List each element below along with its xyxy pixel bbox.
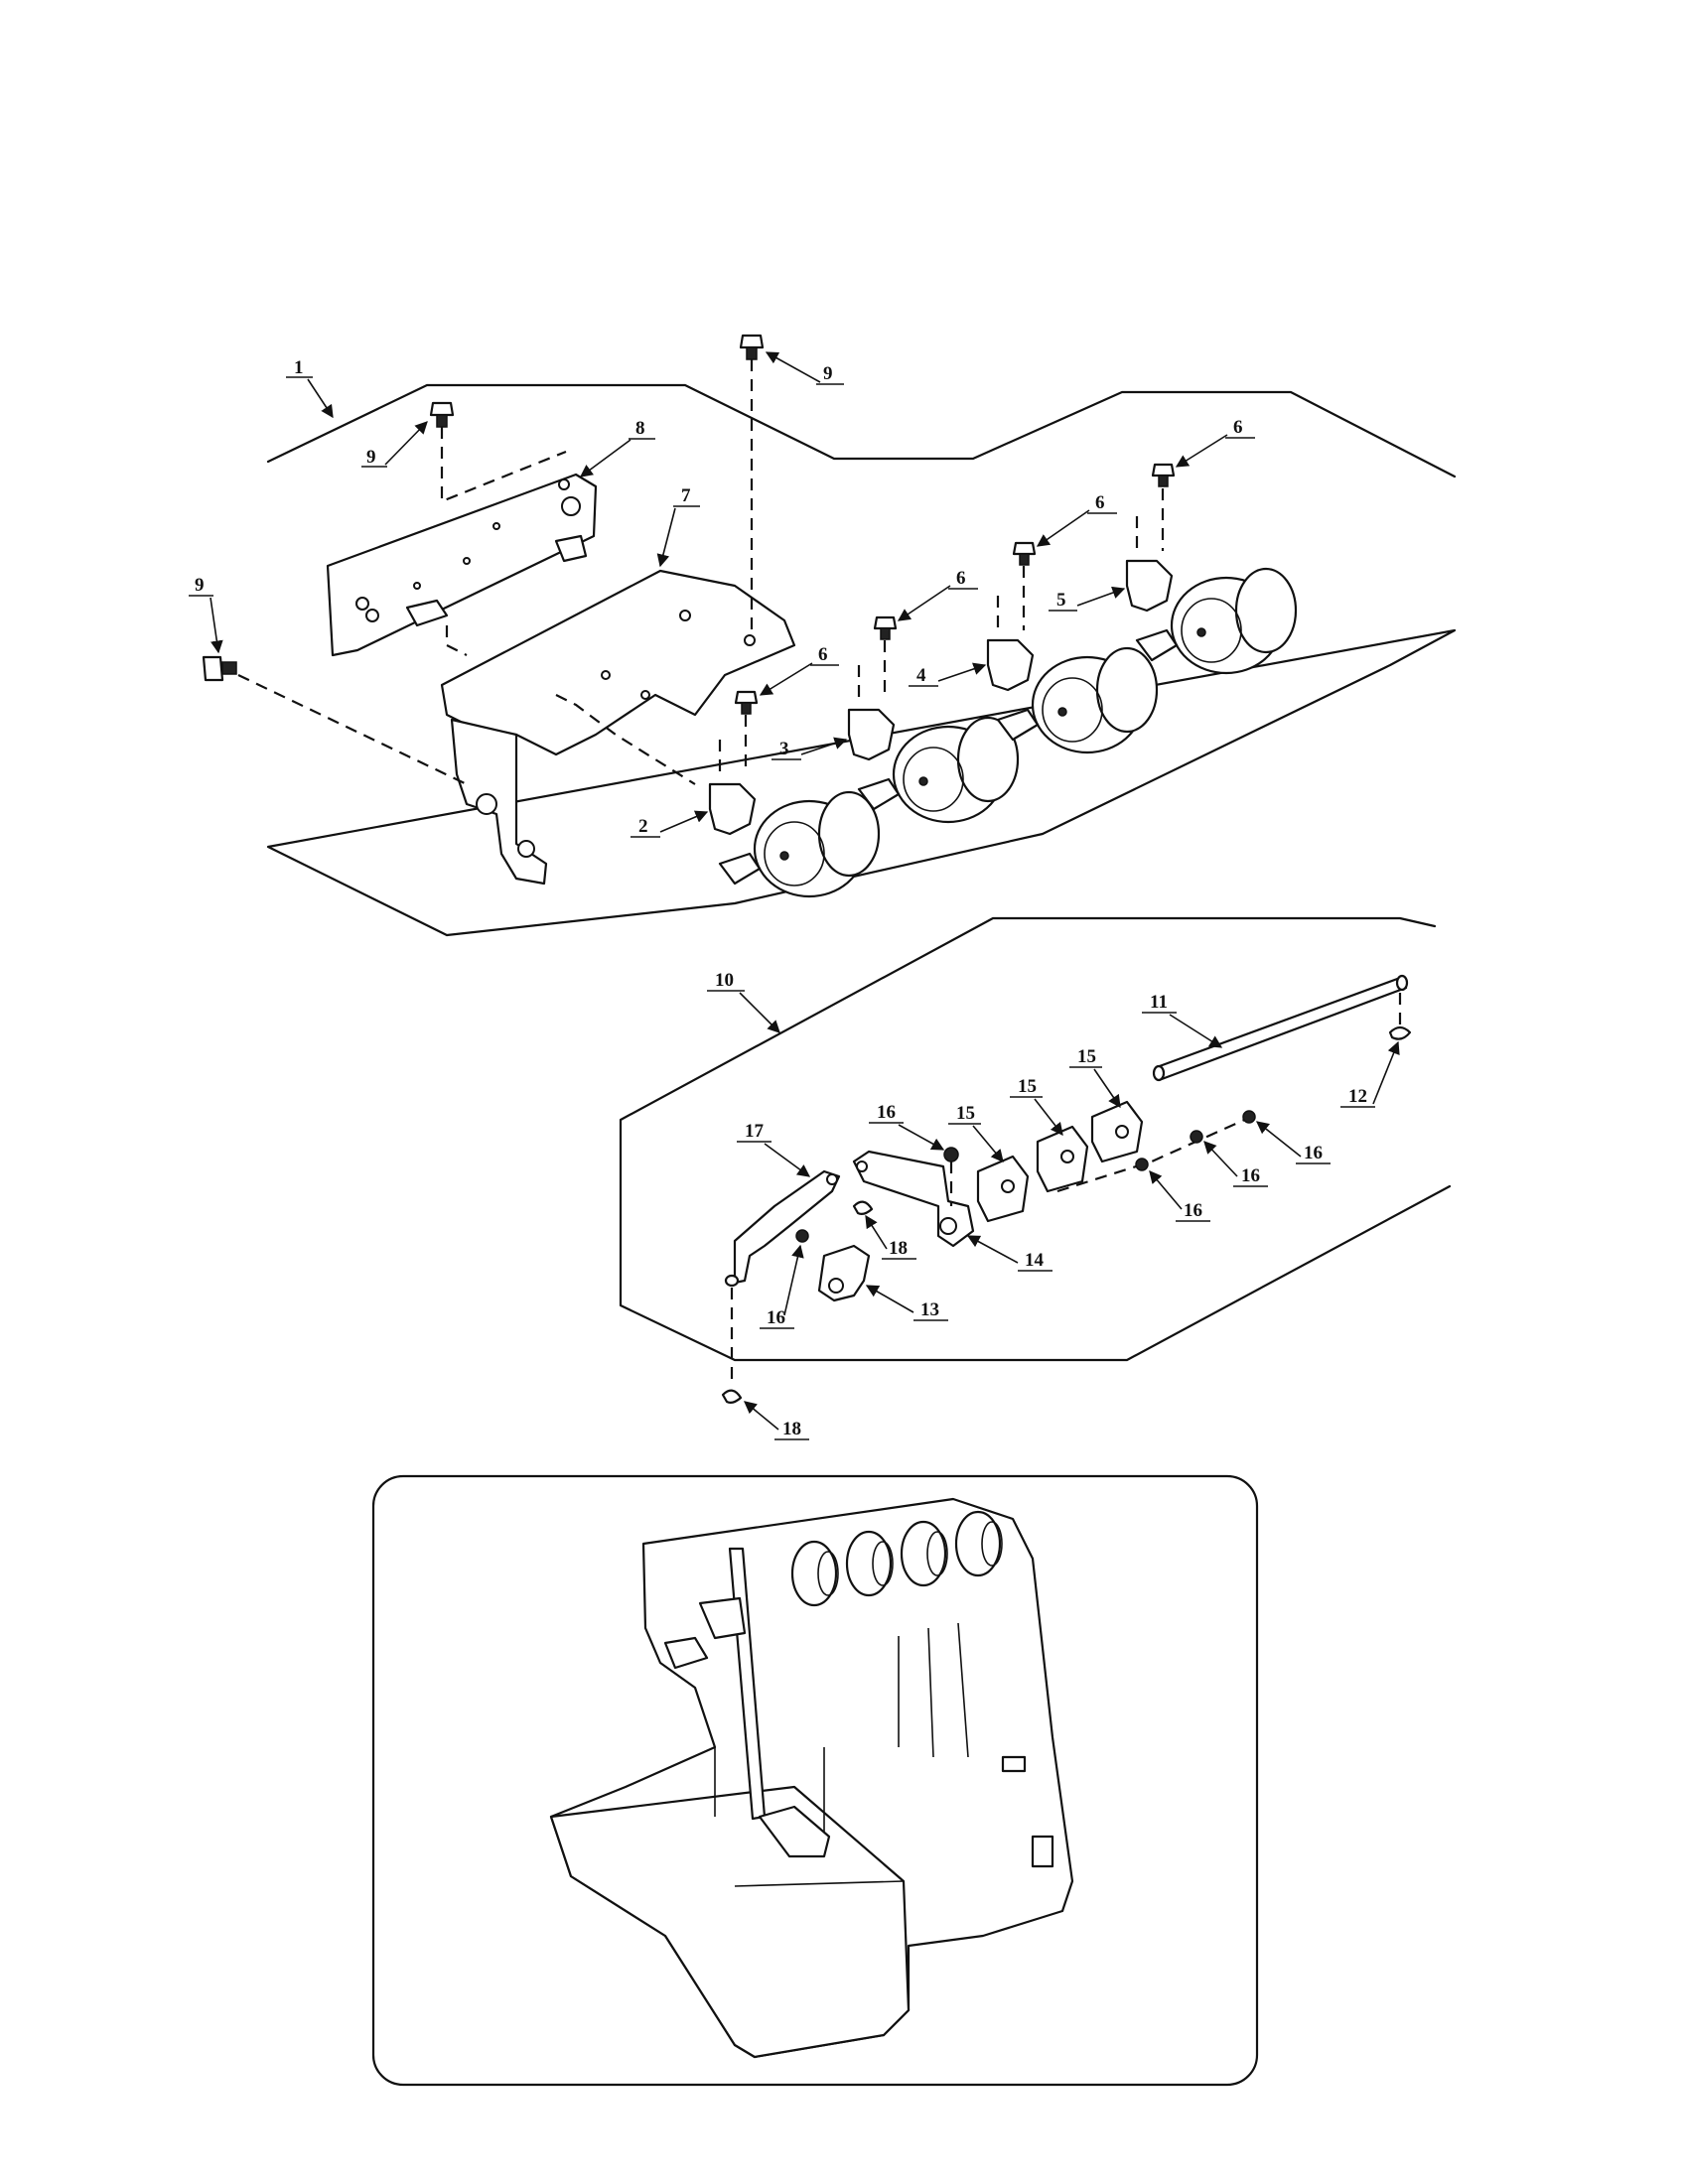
callout-13: 13 [865, 1285, 948, 1321]
bracket-side-leg [450, 718, 548, 886]
svg-text:16: 16 [1304, 1143, 1323, 1163]
svg-text:5: 5 [1056, 590, 1066, 611]
svg-text:6: 6 [956, 568, 966, 589]
tension-unit-4 [986, 638, 1159, 754]
inset-frame [371, 1474, 1259, 2087]
block-15-a [976, 1155, 1030, 1223]
callout-10: 10 [707, 970, 780, 1033]
svg-text:9: 9 [823, 363, 833, 384]
svg-text:4: 4 [916, 665, 926, 686]
callout-11: 11 [1142, 992, 1223, 1048]
lever-17 [733, 1169, 841, 1285]
nut-16-e [795, 1229, 809, 1243]
nut-16-a [943, 1147, 959, 1162]
serger-overview-inset [371, 1474, 1259, 2087]
lever-14 [852, 1150, 975, 1248]
callout-9-top: 9 [765, 351, 844, 385]
group-10-outline [619, 916, 1452, 1362]
callout-16-d: 16 [1149, 1170, 1210, 1222]
main-bracket [440, 569, 796, 756]
callout-3: 3 [772, 737, 848, 760]
mounting-plate [326, 473, 598, 657]
svg-text:14: 14 [1025, 1250, 1045, 1271]
callout-17: 17 [737, 1121, 811, 1177]
clip-18-b [721, 1389, 743, 1404]
svg-text:18: 18 [782, 1419, 801, 1439]
callout-5: 5 [1049, 586, 1126, 612]
svg-text:16: 16 [767, 1307, 785, 1328]
svg-text:1: 1 [294, 357, 304, 378]
svg-text:15: 15 [956, 1103, 975, 1124]
callout-2: 2 [631, 810, 709, 838]
tension-unit-3 [847, 708, 1020, 824]
group-1-outline [266, 383, 1457, 937]
svg-text:18: 18 [889, 1238, 908, 1259]
screw-9-plate [429, 401, 455, 428]
callout-8: 8 [579, 418, 655, 478]
svg-text:17: 17 [745, 1121, 765, 1142]
callout-12: 12 [1340, 1040, 1400, 1108]
callout-15-a: 15 [948, 1103, 1004, 1162]
screw-6-unit-2 [718, 690, 759, 774]
screw-9-side [202, 655, 237, 682]
svg-text:6: 6 [818, 644, 828, 665]
callout-16-a: 16 [869, 1102, 945, 1151]
callout-6-unit-5: 6 [1175, 417, 1255, 468]
block-15-b [1036, 1125, 1089, 1193]
svg-text:16: 16 [877, 1102, 896, 1123]
nut-16-d [1135, 1158, 1149, 1171]
serger-tension-dials [790, 1510, 1003, 1607]
part-13 [817, 1244, 871, 1302]
callout-18-a: 18 [865, 1214, 916, 1260]
svg-text:9: 9 [366, 447, 376, 468]
svg-text:8: 8 [635, 418, 645, 439]
rod-11 [1155, 976, 1408, 1081]
callout-6-unit-3: 6 [897, 568, 978, 621]
svg-text:10: 10 [715, 970, 734, 991]
svg-text:15: 15 [1077, 1046, 1096, 1067]
callout-16-c: 16 [1203, 1141, 1268, 1187]
clip-18-a [852, 1200, 874, 1215]
callout-15-b: 15 [1010, 1076, 1063, 1137]
screw-6-unit-4 [996, 541, 1037, 630]
callout-6-unit-4: 6 [1036, 492, 1117, 547]
callout-1: 1 [286, 357, 334, 419]
svg-text:11: 11 [1150, 992, 1168, 1013]
svg-text:15: 15 [1018, 1076, 1037, 1097]
tension-unit-2 [708, 782, 881, 898]
callout-15-c: 15 [1069, 1046, 1121, 1109]
callout-9-plate: 9 [361, 421, 428, 468]
tension-unit-5 [1125, 559, 1298, 675]
callout-9-side: 9 [189, 575, 223, 654]
svg-text:6: 6 [1095, 492, 1105, 513]
callout-16-b: 16 [1255, 1121, 1331, 1164]
nut-16-c [1190, 1130, 1203, 1144]
screw-6-unit-3 [857, 615, 898, 700]
svg-text:16: 16 [1241, 1165, 1260, 1186]
callout-6-unit-2: 6 [759, 644, 839, 696]
svg-text:12: 12 [1348, 1086, 1367, 1107]
callout-7: 7 [656, 485, 700, 568]
svg-text:7: 7 [681, 485, 691, 506]
svg-text:2: 2 [638, 816, 648, 837]
release-assembly-group [619, 916, 1452, 1404]
callout-18-b: 18 [744, 1401, 809, 1440]
callout-4: 4 [909, 662, 987, 687]
screw-9-top [739, 334, 765, 360]
svg-text:6: 6 [1233, 417, 1243, 438]
nut-16-b [1242, 1110, 1256, 1124]
svg-text:3: 3 [779, 739, 789, 759]
svg-text:9: 9 [195, 575, 205, 596]
screw-6-unit-5 [1135, 463, 1176, 551]
svg-text:13: 13 [920, 1299, 939, 1320]
callout-16-e: 16 [760, 1244, 804, 1329]
block-15-c [1090, 1100, 1144, 1163]
tension-assembly-group [202, 334, 1457, 937]
callout-14: 14 [966, 1235, 1052, 1272]
svg-text:16: 16 [1184, 1200, 1202, 1221]
